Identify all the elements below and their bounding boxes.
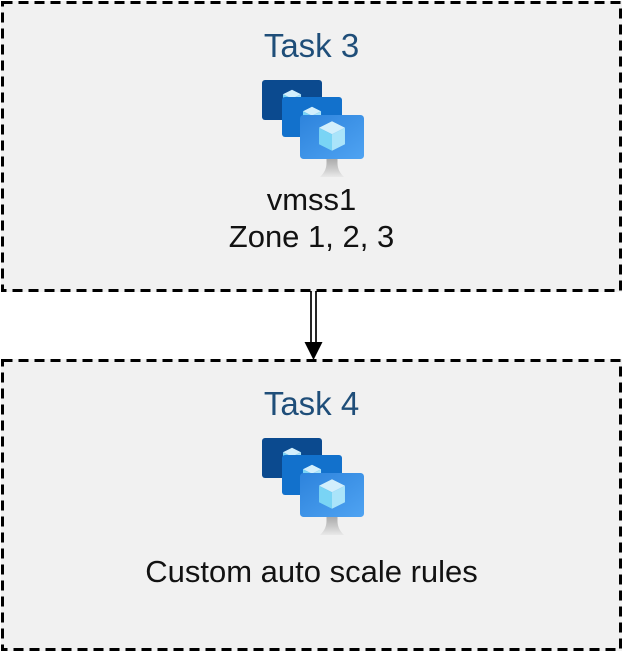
- task4-title: Task 4: [263, 385, 360, 422]
- vmss-icon: [256, 436, 368, 540]
- task3-box: Task 3 vmss1 Zone 1, 2, 3: [1, 1, 622, 292]
- task4-box: Task 4 Custom auto scale rules: [1, 359, 622, 651]
- task3-zone-label: Zone 1, 2, 3: [228, 218, 395, 254]
- vmss-icon: [256, 78, 368, 182]
- task3-name-label: vmss1: [266, 181, 357, 217]
- task4-rules-label: Custom auto scale rules: [145, 553, 478, 589]
- task3-title: Task 3: [263, 27, 360, 64]
- arrow-down-connector: [304, 291, 323, 360]
